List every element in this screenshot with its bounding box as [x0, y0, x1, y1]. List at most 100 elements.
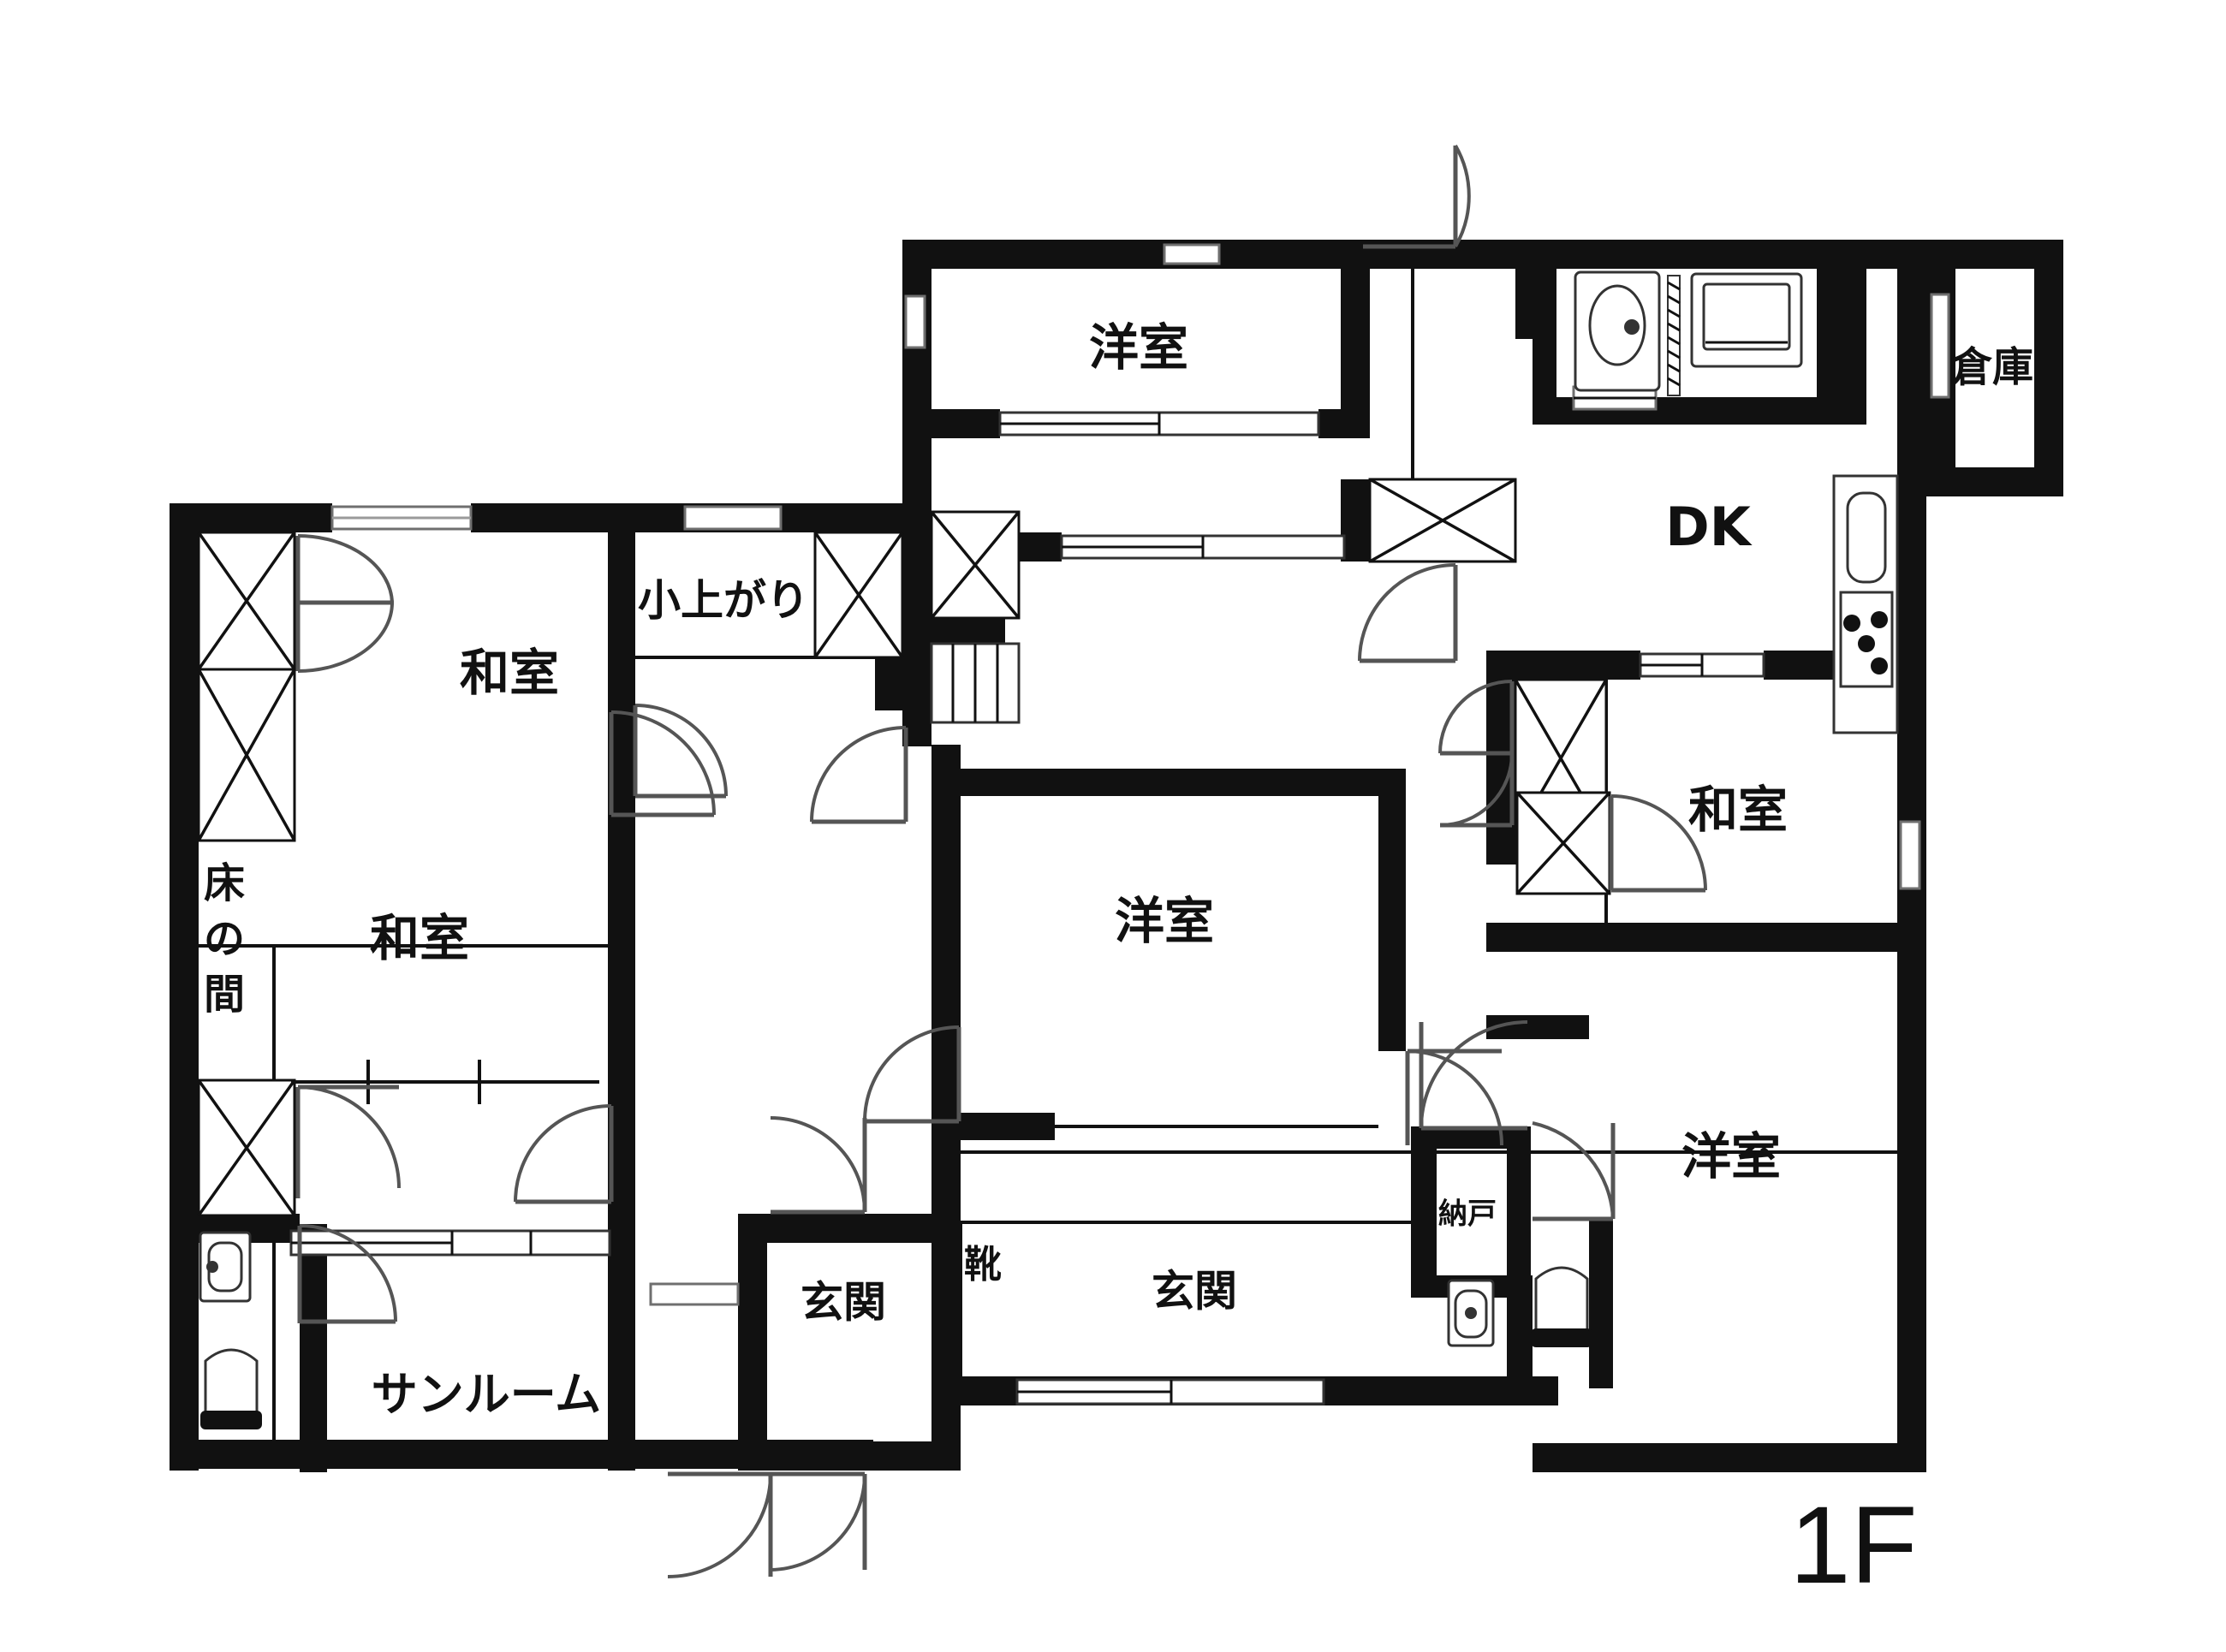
- wall-spine-lower: [931, 745, 961, 1224]
- wall-dk-kitchen-divider: [1841, 253, 1866, 425]
- closet-oshiire[interactable]: [197, 531, 296, 671]
- closet-oshiire[interactable]: [197, 668, 296, 842]
- door-swing[interactable]: [297, 1224, 397, 1324]
- room-label-genkan-left: 玄関: [801, 1278, 886, 1328]
- room-label-souko: 倉庫: [1950, 343, 2033, 391]
- window: [1899, 820, 1921, 890]
- wall-toilet-strip: [300, 1224, 327, 1472]
- wall-bath-left: [1533, 253, 1556, 425]
- wall-nando-right: [1507, 1126, 1531, 1298]
- room-label-yoshitsu-top: 洋室: [1089, 318, 1188, 377]
- door-swing[interactable]: [810, 726, 908, 824]
- washbasin-fixture: [1690, 272, 1803, 368]
- room-label-dk: DK: [1665, 496, 1752, 558]
- staircase: [930, 642, 1021, 724]
- door-swing[interactable]: [609, 710, 716, 817]
- window: [330, 505, 473, 531]
- closets-group: [197, 478, 1611, 1217]
- wall-center-top: [961, 769, 1406, 796]
- wall-yoshitsuT-right: [1341, 240, 1370, 430]
- wall-yoshitsuT-bot-b: [1318, 409, 1370, 438]
- room-label-tokonoma: 床 の 間: [204, 859, 245, 1019]
- closet-oshiire[interactable]: [197, 1079, 296, 1217]
- sliding-door[interactable]: [1060, 534, 1346, 560]
- door-swing[interactable]: [1438, 680, 1515, 756]
- wall-souko-right: [2034, 240, 2063, 496]
- window: [1930, 293, 1950, 399]
- wall-genkanL-left: [738, 1214, 767, 1471]
- toilet-fixture: [200, 1348, 262, 1429]
- door-swing[interactable]: [863, 1025, 961, 1124]
- room-label-kutsu: 靴: [964, 1243, 1002, 1287]
- window: [1163, 243, 1221, 265]
- doors-group[interactable]: [295, 145, 1707, 1578]
- wall-spine-mid1: [902, 539, 931, 616]
- sink-fixture: [199, 1231, 252, 1303]
- room-label-washitsu-right: 和室: [1688, 781, 1788, 839]
- wall-toiletR-right: [1589, 1217, 1613, 1388]
- room-label-nando: 納戸: [1438, 1197, 1497, 1232]
- door-swing[interactable]: [1439, 752, 1515, 828]
- tatami-mark: [291, 1060, 599, 1104]
- wall-top-b: [1219, 240, 1341, 269]
- sink-fixture: [1447, 1279, 1495, 1347]
- door-swing[interactable]: [770, 1471, 867, 1572]
- room-label-yoshitsu-center: 洋室: [1115, 892, 1214, 950]
- wall-washitsuR-bottom: [1486, 923, 1906, 952]
- wall-souko-bottom: [1926, 467, 2063, 496]
- sliding-entry-door[interactable]: [1015, 1378, 1325, 1405]
- room-label-genkan-main: 玄関: [1152, 1267, 1237, 1316]
- room-labels-group: 和室 和室 床 の 間 小上がり サンルーム 玄関 靴 玄関 洋室 洋室 洋室 …: [204, 318, 2033, 1422]
- wall-entry-jamb: [1515, 253, 1534, 339]
- tokonoma-char-1: 床: [204, 859, 245, 907]
- window: [649, 1282, 740, 1306]
- door-swing[interactable]: [1532, 1121, 1616, 1221]
- closet-oshiire[interactable]: [813, 531, 904, 659]
- door-swing[interactable]: [667, 1471, 773, 1578]
- wall-lw-right: [608, 1215, 635, 1471]
- sliding-door[interactable]: [998, 411, 1320, 437]
- floor-label: 1F: [1789, 1484, 1917, 1607]
- tokonoma-char-3: 間: [204, 971, 245, 1019]
- closet-oshiire[interactable]: [1368, 478, 1517, 563]
- sliding-door[interactable]: [1639, 652, 1765, 678]
- door-swing[interactable]: [1405, 1049, 1503, 1146]
- door-swing[interactable]: [1363, 145, 1471, 249]
- wall-genkanL-top: [738, 1214, 959, 1243]
- room-label-washitsu-upper-left: 和室: [460, 644, 559, 702]
- wall-genkanL-right: [931, 1214, 961, 1471]
- closet-oshiire[interactable]: [1515, 791, 1611, 895]
- room-label-koagari: 小上がり: [638, 576, 809, 626]
- door-swing[interactable]: [295, 534, 394, 673]
- door-swing[interactable]: [633, 704, 728, 799]
- wall-spine-upper: [902, 240, 931, 539]
- bathtub-fixture: [1574, 270, 1661, 392]
- window: [904, 294, 926, 349]
- wall-center-right: [1378, 769, 1406, 1051]
- wall-bottom-right: [1533, 1443, 1926, 1472]
- window: [683, 505, 783, 531]
- room-label-sunroom: サンルーム: [372, 1368, 601, 1422]
- sliding-window[interactable]: [289, 1229, 611, 1257]
- fixtures-group: [199, 270, 1899, 1429]
- wall-center-bot: [961, 1113, 1055, 1140]
- door-swing[interactable]: [514, 1104, 614, 1204]
- wall-bath-right: [1817, 253, 1841, 425]
- door-swing[interactable]: [1609, 794, 1707, 893]
- wall-genkanL-bottom: [738, 1441, 959, 1471]
- closet-oshiire[interactable]: [930, 510, 1021, 620]
- door-swing[interactable]: [295, 1084, 401, 1198]
- wall-lw-top-b: [471, 503, 616, 532]
- wall-yoshitsuT-bot-a: [931, 409, 1000, 438]
- wall-stair-ledge: [902, 615, 1005, 644]
- hatch-divider: [1667, 275, 1681, 396]
- toilet-fixture: [1531, 1266, 1592, 1347]
- door-swing[interactable]: [770, 1116, 867, 1215]
- wall-toilet-outer: [170, 1214, 199, 1471]
- tokonoma-char-2: の: [204, 915, 245, 963]
- door-swing[interactable]: [1358, 563, 1458, 663]
- wall-lw-top-a: [170, 503, 332, 532]
- wall-corridor-stub: [1486, 1015, 1589, 1039]
